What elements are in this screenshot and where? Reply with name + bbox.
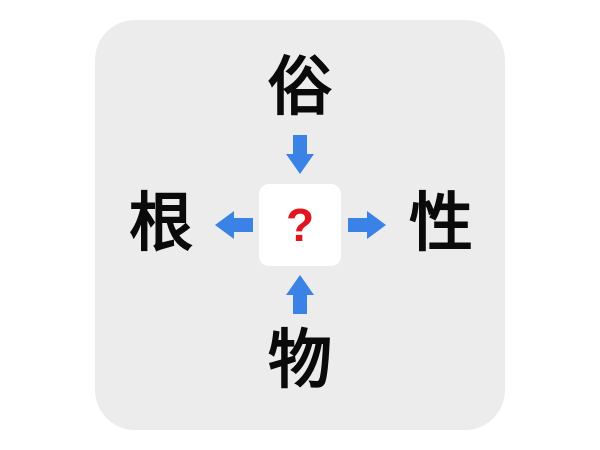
arrow-down-icon (285, 135, 315, 175)
arrow-left-icon (215, 211, 253, 239)
question-mark: ? (285, 199, 315, 251)
answer-box: ? (259, 184, 341, 266)
clue-kanji-top: 俗 (268, 51, 332, 125)
arrow-right-icon (348, 211, 386, 239)
clue-kanji-right: 性 (409, 187, 473, 261)
clue-kanji-bottom: 物 (268, 324, 332, 398)
clue-kanji-left: 根 (129, 187, 193, 261)
arrow-up-icon (285, 274, 315, 314)
